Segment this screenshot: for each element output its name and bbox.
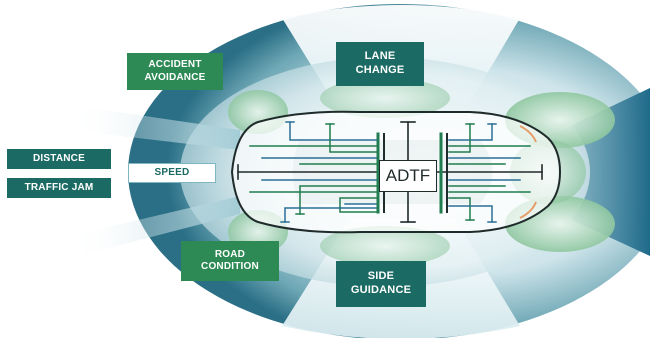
data-bus-lines [237, 121, 543, 223]
rear-beam-lower [70, 196, 240, 258]
speed-label: SPEED [128, 163, 216, 183]
adtf-center-box: ADTF [379, 160, 437, 192]
lane-change-label: LANE CHANGE [336, 42, 424, 86]
bottom-lobe [320, 226, 450, 266]
top-lobe [320, 78, 450, 118]
road-condition-label: ROAD CONDITION [181, 241, 279, 281]
front-bumper-accent-top [519, 125, 537, 143]
accident-avoidance-label: ACCIDENT AVOIDANCE [127, 53, 223, 90]
side-guidance-label: SIDE GUIDANCE [336, 261, 426, 307]
rear-beam-upper [70, 105, 240, 150]
distance-label: DISTANCE [7, 149, 111, 169]
front-bumper-accent-bottom [519, 201, 537, 219]
traffic-jam-label: TRAFFIC JAM [7, 178, 111, 198]
